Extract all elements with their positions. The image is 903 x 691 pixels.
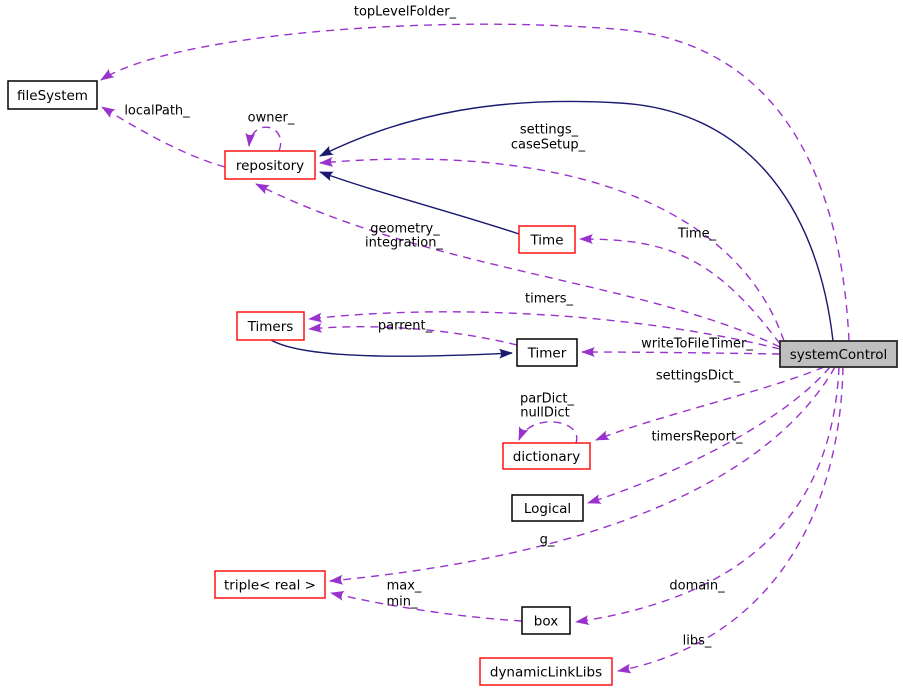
edge-timersReport — [587, 366, 831, 504]
node-triple-real-label: triple< real > — [224, 578, 316, 594]
node-Time[interactable]: Time — [518, 225, 576, 254]
edge-label-topLevelFolder: topLevelFolder_ — [354, 5, 457, 20]
edge-label-min: min_ — [386, 595, 418, 610]
node-dictionary[interactable]: dictionary — [502, 442, 591, 470]
node-repository-box — [224, 150, 316, 180]
edge-parrent — [308, 322, 518, 346]
edge-label-domain: domain_ — [669, 579, 725, 594]
node-systemControl-box — [779, 340, 898, 368]
node-Timers-label: Timers — [247, 319, 294, 335]
edge-Time-repository-inherit — [319, 171, 520, 235]
node-Timers[interactable]: Timers — [236, 311, 305, 341]
node-Time-label: Time — [529, 233, 563, 249]
node-Logical[interactable]: Logical — [511, 494, 584, 522]
node-triple-real[interactable]: triple< real > — [214, 570, 326, 599]
edge-label-max: max_ — [387, 579, 422, 594]
node-systemControl-label: systemControl — [790, 347, 888, 363]
node-box-label: box — [534, 614, 558, 630]
node-dynamicLinkLibs-box — [479, 657, 613, 686]
edge-label-parrent: parrent_ — [378, 319, 433, 334]
edge-label-timersReport: timersReport_ — [651, 430, 743, 445]
node-triple-real-box — [214, 570, 326, 599]
edge-g — [329, 366, 836, 585]
edge-label-integration: integration_ — [365, 236, 443, 251]
node-systemControl[interactable]: systemControl — [779, 340, 898, 368]
edge-label-settingsDict: settingsDict_ — [656, 369, 741, 384]
edge-label-parDict: parDict_ — [520, 392, 574, 407]
edge-label-nullDict: nullDict — [520, 406, 570, 421]
edge-writeToFileTimer — [581, 347, 781, 358]
node-dictionary-label: dictionary — [513, 449, 580, 465]
node-Timer[interactable]: Timer — [516, 338, 578, 367]
edge-Time — [579, 234, 781, 345]
edge-libs — [617, 366, 844, 674]
node-fileSystem-label: fileSystem — [17, 88, 88, 104]
edge-settingsDict — [595, 366, 825, 441]
edge-Timers-Timer-inherit — [270, 339, 513, 359]
node-dynamicLinkLibs[interactable]: dynamicLinkLibs — [479, 657, 613, 686]
edge-topLevelFolder — [100, 23, 850, 342]
node-Timers-box — [236, 311, 305, 341]
edge-label-caseSetup: caseSetup_ — [511, 138, 586, 153]
edge-label-geometry: geometry_ — [370, 222, 440, 237]
edge-parDict-nullDict-selfloop — [518, 421, 578, 444]
node-repository[interactable]: repository — [224, 150, 316, 180]
node-fileSystem[interactable]: fileSystem — [7, 80, 98, 110]
edge-timers — [308, 311, 781, 350]
edge-label-g: g_ — [540, 533, 555, 548]
edge-localPath — [101, 106, 226, 168]
node-dictionary-box — [502, 442, 591, 470]
edge-label-timers: timers_ — [525, 292, 573, 307]
edge-settings-caseSetup — [319, 156, 785, 342]
node-repository-label: repository — [236, 158, 304, 174]
edge-systemControl-repository-inherit — [319, 100, 834, 342]
node-box-box — [521, 606, 571, 635]
edge-label-Time: Time_ — [677, 227, 717, 242]
edge-label-localPath: localPath_ — [124, 104, 190, 119]
node-dynamicLinkLibs-label: dynamicLinkLibs — [490, 665, 602, 681]
node-Timer-box — [516, 338, 578, 367]
node-Timer-label: Timer — [527, 346, 567, 362]
edge-domain — [575, 366, 840, 626]
edge-owner-selfloop — [245, 126, 282, 152]
node-box[interactable]: box — [521, 606, 571, 635]
edge-label-writeToFileTimer: writeToFileTimer_ — [641, 337, 753, 352]
node-Logical-box — [511, 494, 584, 522]
edge-label-libs: libs_ — [683, 634, 712, 649]
edge-label-settings: settings_ — [520, 123, 579, 138]
node-fileSystem-box — [7, 80, 98, 110]
node-Time-box — [518, 225, 576, 254]
edge-label-owner: owner_ — [248, 111, 295, 126]
edge-geometry-integration — [255, 183, 781, 348]
edge-max-min — [330, 591, 523, 622]
node-Logical-label: Logical — [524, 501, 571, 517]
